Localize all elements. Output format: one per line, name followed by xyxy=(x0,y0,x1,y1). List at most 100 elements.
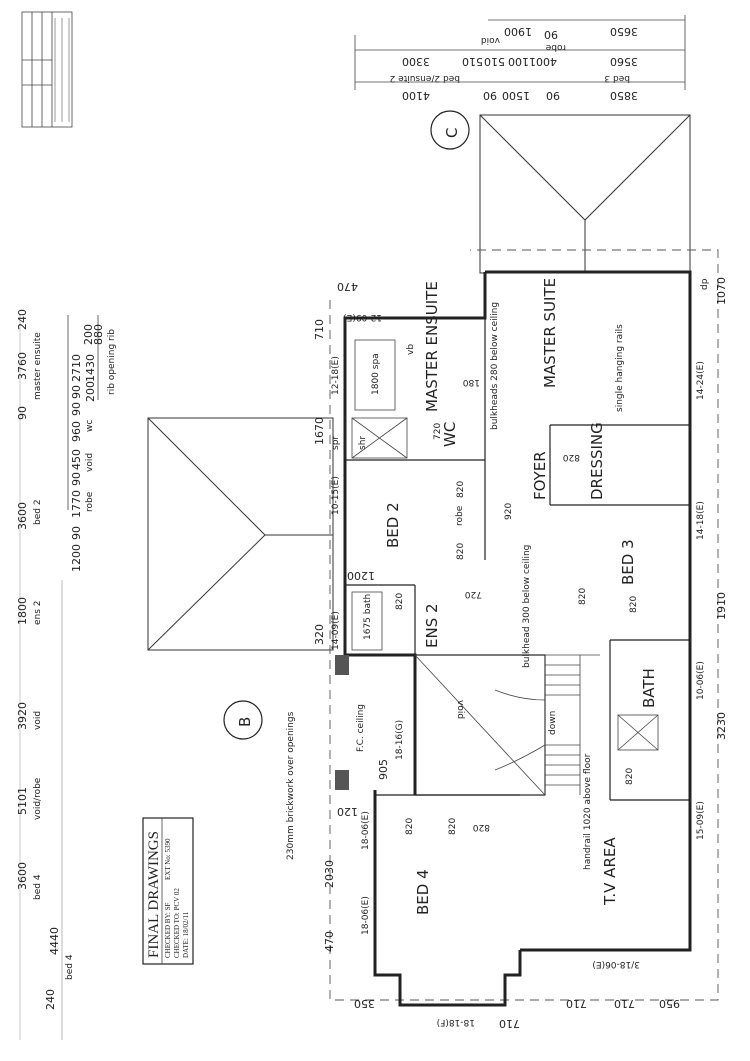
dim: 3920 xyxy=(16,702,29,730)
dim-label: bed 3 xyxy=(604,73,630,83)
dim: 1200 xyxy=(347,569,375,582)
dim-label: bed 2/ensuite 2 xyxy=(390,73,460,83)
ext-no: EXT No: 5390 xyxy=(164,838,172,880)
door-label: 820 xyxy=(456,543,466,560)
dim: 320 xyxy=(313,624,326,645)
dim: 960 xyxy=(70,421,83,442)
grid-marker-c: C xyxy=(430,110,470,150)
note-bulkheads: bulkheads 280 below ceiling xyxy=(490,302,500,430)
dim: 2710 xyxy=(70,354,83,382)
window-label: 15-09(E) xyxy=(696,801,706,840)
window-label: 14-24(E) xyxy=(696,361,706,400)
spa-bath xyxy=(354,339,396,411)
room-dressing: DRESSING xyxy=(588,422,606,500)
dim: 240 xyxy=(44,989,57,1010)
dim: 3300 xyxy=(402,55,430,68)
door-label: 820 xyxy=(448,818,458,835)
dim: 3760 xyxy=(16,352,29,380)
shower-master xyxy=(351,417,408,459)
room-foyer: FOYER xyxy=(531,451,549,500)
dim: 950 xyxy=(659,997,680,1010)
room-wc: WC xyxy=(441,422,459,447)
room-bath: BATH xyxy=(640,668,658,708)
title-block: FINAL DRAWINGS CHECKED BY: SF CHECKED TO… xyxy=(142,817,194,965)
dim-label: rib opening rib xyxy=(107,329,117,395)
roof-outlines xyxy=(147,114,691,651)
dim: 1800 xyxy=(16,597,29,625)
dim: 510 xyxy=(484,55,505,68)
eaves-lines xyxy=(329,249,719,1001)
door-label: 820 xyxy=(473,822,490,832)
dim: 350 xyxy=(354,997,375,1010)
grid-marker-c-label: C xyxy=(443,128,461,138)
checked-to: CHECKED TO: PCV 02 xyxy=(173,888,181,958)
dim: 710 xyxy=(313,319,326,340)
door-label: 820 xyxy=(456,481,466,498)
dim-label: bed 4 xyxy=(65,954,75,980)
door-label: 720 xyxy=(433,423,443,440)
dim-label: void xyxy=(85,453,95,472)
room-void: void xyxy=(455,700,465,719)
room-bed-4: BED 4 xyxy=(414,869,432,915)
shower-bath xyxy=(617,714,659,751)
door-labels: 820 820 820 920 720 720 820 820 820 820 … xyxy=(395,423,639,835)
dim: 3230 xyxy=(715,712,728,740)
note-handrail: handrail 1020 above floor xyxy=(583,753,593,870)
room-master-suite: MASTER SUITE xyxy=(541,278,559,388)
grid-marker-b-label: B xyxy=(236,717,254,727)
dim: 710 xyxy=(566,997,587,1010)
window-label: 10-15(E) xyxy=(331,476,341,515)
dim: 2030 xyxy=(323,860,336,888)
dim-label: bed 2 xyxy=(33,499,43,525)
dim: 880 xyxy=(92,324,105,345)
checked-by: CHECKED BY: SF xyxy=(164,903,172,958)
room-bed-3: BED 3 xyxy=(619,539,637,585)
grid-marker-b: B xyxy=(223,700,263,740)
note-bath: 1675 bath xyxy=(363,594,373,640)
dim-label: ens 2 xyxy=(33,600,43,625)
door-label: 920 xyxy=(504,503,514,520)
dim: 710 xyxy=(499,1017,520,1030)
window-label: 10-06(E) xyxy=(696,661,706,700)
walls xyxy=(335,270,692,1007)
dim: 90 xyxy=(70,402,83,416)
notes: bulkheads 280 below ceiling bulkhead 300… xyxy=(286,278,710,870)
note-bulkhead: bulkhead 300 below ceiling xyxy=(522,545,532,668)
room-labels: MASTER ENSUITE MASTER SUITE WC FOYER DRE… xyxy=(356,278,658,915)
note-spr: spr xyxy=(331,436,341,450)
dim-label: robe xyxy=(545,42,566,52)
dim: 3650 xyxy=(610,25,638,38)
window-label: 12-09(E) xyxy=(343,312,382,322)
dim: 450 xyxy=(70,449,83,470)
window-label: 18-16(G) xyxy=(395,720,405,760)
window-label: 12-18(E) xyxy=(331,356,341,395)
dim: 180 xyxy=(463,377,480,387)
dim: 3600 xyxy=(16,862,29,890)
dim-label: wc xyxy=(85,420,95,432)
window-label: 18-06(E) xyxy=(361,811,371,850)
dim: 1430 xyxy=(84,354,97,382)
note-spa: 1800 spa xyxy=(371,353,381,395)
dim: 120 xyxy=(337,805,358,818)
dim: 4440 xyxy=(48,927,61,955)
room-bed-2: BED 2 xyxy=(384,502,402,548)
dim-label: robe xyxy=(85,491,95,512)
dim: 1100 xyxy=(508,55,536,68)
staircase xyxy=(494,655,581,795)
dim: 1900 xyxy=(504,25,532,38)
date: DATE: 18/02/11 xyxy=(182,911,190,958)
title-heading: FINAL DRAWINGS xyxy=(146,831,162,958)
dim: 3560 xyxy=(610,55,638,68)
dim: 90 xyxy=(70,385,83,399)
note-robe: robe xyxy=(455,505,465,526)
window-label: 18-18(F) xyxy=(437,1017,475,1027)
window-labels: 12-09(E) 12-18(E) 10-15(E) 14-09(E) 18-1… xyxy=(331,312,706,1027)
dim: 90 xyxy=(483,89,497,102)
door-label: 820 xyxy=(625,768,635,785)
dim: 400 xyxy=(536,55,557,68)
room-master-ensuite: MASTER ENSUITE xyxy=(423,281,441,412)
door-label: 820 xyxy=(563,452,580,462)
door-label: 720 xyxy=(465,589,482,599)
dim: 1910 xyxy=(715,592,728,620)
dim: 710 xyxy=(614,997,635,1010)
